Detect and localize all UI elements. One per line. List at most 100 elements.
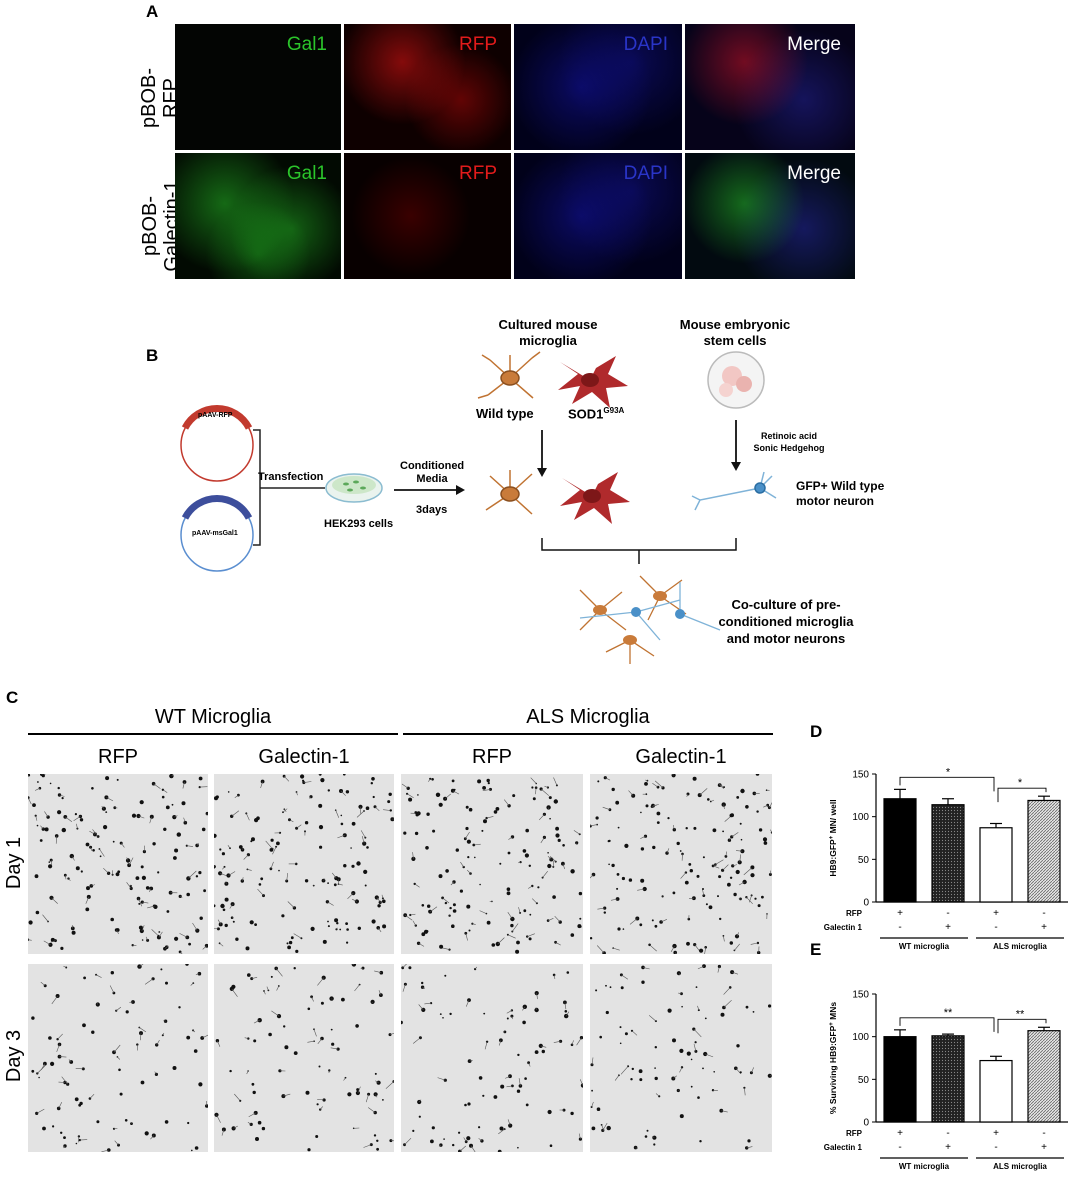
bar-1 <box>883 798 917 903</box>
column-label-4: Galectin-1 <box>635 746 727 768</box>
motor-neuron-icon <box>691 471 777 511</box>
hek293-label: HEK293 cells <box>324 518 394 530</box>
media-arrow-head <box>456 485 465 495</box>
condition-mark: + <box>993 908 999 919</box>
bar-2 <box>931 1035 965 1123</box>
condition-mark: + <box>897 908 903 919</box>
plasmid-rfp-label: pAAV-RFP <box>198 412 233 419</box>
channel-label-gal1: Gal1 <box>286 34 327 55</box>
conditioned-media-label: Conditioned Media <box>400 460 465 485</box>
hek293-dish-icon <box>325 473 383 503</box>
micrograph-gal1-gal1: Gal1 <box>175 153 341 279</box>
panel-b-label: B <box>146 346 159 365</box>
y-axis-label: HB9:GFP+ MN/ well <box>828 799 838 876</box>
plasmid-gal1-icon <box>180 495 254 572</box>
channel-label-rfp: RFP <box>459 34 497 55</box>
condition-mark: - <box>946 1128 949 1139</box>
esc-down-arrow-head <box>731 462 741 471</box>
y-axis-label: % Surviving HB9:GFP+ MNs <box>828 1002 838 1114</box>
group-label-wt: WT Microglia <box>154 706 272 728</box>
coculture-label: Co-culture of pre-conditioned microglia … <box>718 597 854 646</box>
motor-neuron-micrograph-day3-1 <box>28 964 208 1152</box>
y-tick-label: 150 <box>852 770 869 781</box>
significance-label: * <box>946 766 951 778</box>
motor-neuron-micrograph-day1-4 <box>590 774 772 954</box>
panel-e-label: E <box>810 940 822 959</box>
bar-4 <box>1027 1030 1061 1123</box>
sod1-microglia-icon <box>558 356 628 408</box>
condition-row-label: Galectin 1 <box>824 923 863 932</box>
channel-label-dapi: DAPI <box>623 34 668 55</box>
condition-mark: - <box>946 908 949 919</box>
esc-title: Mouse embryonic stem cells <box>679 317 791 348</box>
transfection-bracket <box>253 429 325 546</box>
column-label-2: Galectin-1 <box>258 746 350 768</box>
motor-neuron-label: GFP+ Wild type motor neuron <box>796 479 885 508</box>
sod1-superscript: G93A <box>603 406 625 415</box>
condition-mark: + <box>945 922 951 933</box>
y-tick-label: 0 <box>863 1118 869 1129</box>
condition-mark: + <box>1041 1142 1047 1153</box>
motor-neuron-micrograph-day3-3 <box>401 964 583 1152</box>
y-tick-label: 0 <box>863 898 869 909</box>
row-label-day3: Day 3 <box>3 1029 25 1083</box>
microglia-down-arrow-head <box>537 468 547 477</box>
bar-1 <box>883 1036 917 1123</box>
group-line-wt <box>28 733 398 735</box>
plasmid-rfp-icon <box>180 405 254 482</box>
condition-mark: - <box>1042 1128 1045 1139</box>
conditioned-sod1-microglia-icon <box>560 472 630 524</box>
column-label-3: RFP <box>472 746 512 768</box>
embryonic-stem-cell-icon <box>707 351 765 409</box>
plasmid-gal1-label: pAAV-msGal1 <box>192 530 238 537</box>
group-label-als: ALS microglia <box>993 1162 1047 1171</box>
micrograph-rfp-rfp: RFP <box>344 24 511 150</box>
condition-mark: - <box>1042 908 1045 919</box>
channel-label-rfp: RFP <box>459 163 497 184</box>
group-label-als: ALS microglia <box>993 942 1047 951</box>
channel-label-merge: Merge <box>787 163 841 184</box>
y-tick-label: 150 <box>852 990 869 1001</box>
group-label-wt: WT microglia <box>899 1162 950 1171</box>
bar-2 <box>931 804 965 903</box>
conditioned-wt-microglia-icon <box>485 470 533 515</box>
group-label-wt: WT microglia <box>899 942 950 951</box>
significance-bracket <box>997 787 1047 803</box>
condition-mark: + <box>897 1128 903 1139</box>
condition-row-label: Galectin 1 <box>824 1143 863 1152</box>
condition-mark: + <box>1041 922 1047 933</box>
channel-label-dapi: DAPI <box>623 163 668 184</box>
panel-a-label: A <box>146 2 159 21</box>
sod1-text: SOD1 <box>568 406 604 422</box>
days-label: 3days <box>416 504 448 516</box>
coculture-bracket <box>541 538 737 564</box>
panel-c-label: C <box>6 688 19 707</box>
y-tick-label: 100 <box>852 812 869 823</box>
sod1-label: SOD1G93A <box>568 406 624 421</box>
channel-label-gal1: Gal1 <box>286 163 327 184</box>
group-label-als: ALS Microglia <box>526 706 650 728</box>
condition-mark: - <box>994 922 997 933</box>
condition-mark: + <box>945 1142 951 1153</box>
micrograph-gal1-merge: Merge <box>685 153 855 279</box>
schematic-diagram <box>180 351 777 664</box>
micrograph-gal1-dapi: DAPI <box>514 153 682 279</box>
significance-label: ** <box>1016 1008 1025 1020</box>
condition-mark: - <box>898 1142 901 1153</box>
wild-type-microglia-icon <box>477 351 541 399</box>
microglia-title: Cultured mouse microglia <box>498 317 598 348</box>
bar-3 <box>979 1059 1013 1123</box>
condition-mark: - <box>994 1142 997 1153</box>
micrograph-rfp-gal1: Gal1 <box>175 24 341 150</box>
row-label-day1: Day 1 <box>3 836 25 890</box>
motor-neuron-micrograph-day1-1 <box>28 774 208 954</box>
motor-neuron-micrograph-day1-3 <box>401 774 583 954</box>
condition-row-label: RFP <box>846 909 863 918</box>
column-label-1: RFP <box>98 746 138 768</box>
channel-label-merge: Merge <box>787 34 841 55</box>
group-line-als <box>403 733 773 735</box>
significance-label: * <box>1018 777 1023 789</box>
significance-bracket <box>997 1018 1047 1034</box>
condition-row-label: RFP <box>846 1129 863 1138</box>
